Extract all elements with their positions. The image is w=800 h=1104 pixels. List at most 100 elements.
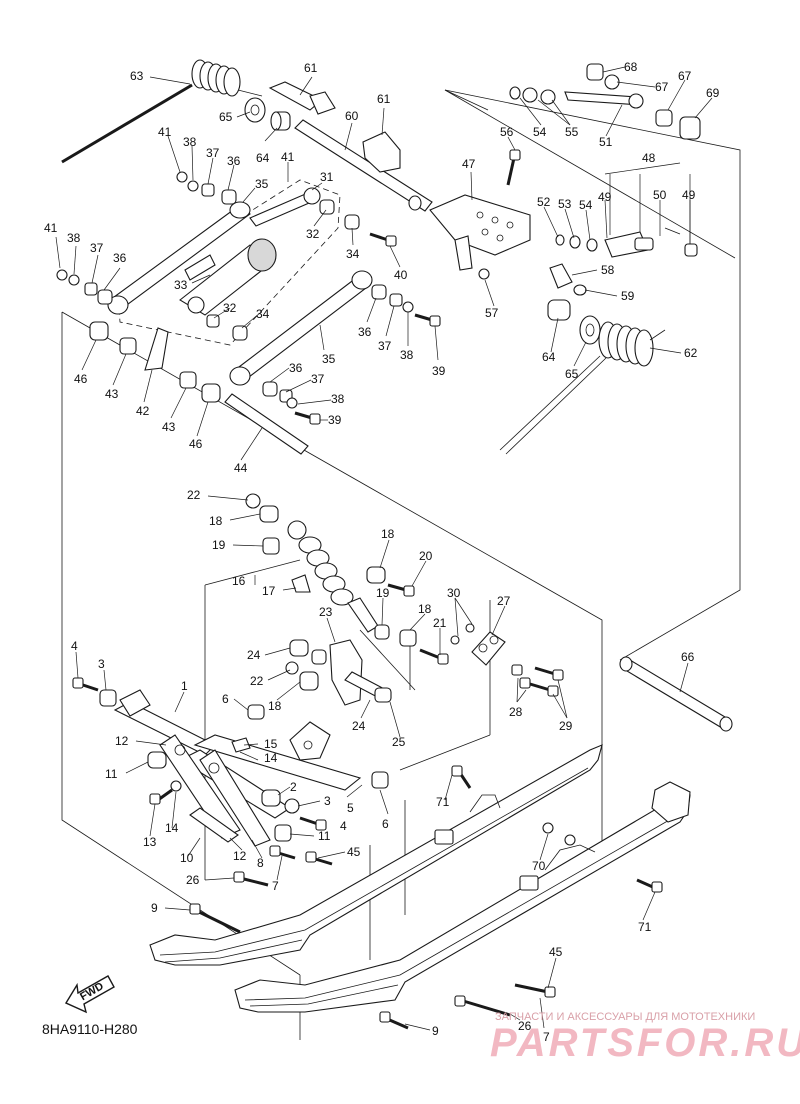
callout: 63: [130, 69, 144, 83]
callout: 26: [186, 873, 200, 887]
callout: 34: [256, 307, 270, 321]
callout: 26: [518, 1019, 532, 1033]
leader-lines: [55, 66, 713, 1031]
callout: 33: [174, 278, 188, 292]
bracket-61: [362, 131, 401, 173]
fwd-arrow-icon: FWD: [64, 975, 115, 1014]
callout: 71: [436, 795, 450, 809]
callout: 58: [601, 263, 615, 277]
torsion-spring-63: [61, 59, 263, 164]
bushing-64-right: [547, 299, 571, 321]
callout: 4: [71, 639, 78, 653]
callout-labels: 63 61 65 64 61 60 41 38 37 36 35 41 31 3…: [44, 60, 720, 1044]
callout: 18: [418, 602, 432, 616]
shaft-60: [294, 119, 433, 212]
callout: 44: [234, 461, 248, 475]
callout: 48: [642, 151, 656, 165]
callout: 53: [558, 197, 572, 211]
collars-38-37-36-left: [56, 171, 237, 305]
callout: 51: [599, 135, 613, 149]
callout: 5: [347, 801, 354, 815]
callout: 42: [136, 404, 150, 418]
callout: 64: [256, 151, 270, 165]
callout: 7: [272, 879, 279, 893]
callout: 60: [345, 109, 359, 123]
callout: 22: [250, 674, 264, 688]
bolts-39: [294, 313, 441, 425]
callout: 15: [264, 737, 278, 751]
callout: 32: [306, 227, 320, 241]
callout: 12: [115, 734, 129, 748]
washers-54-55: [509, 86, 556, 105]
callout: 41: [281, 150, 295, 164]
watermark-logo: PARTSFOR.RU: [490, 1021, 800, 1065]
callout: 49: [682, 188, 696, 202]
shaft-66: [619, 656, 733, 732]
callout: 9: [432, 1024, 439, 1038]
link-31: [249, 187, 321, 227]
bolt-4-collar-3-left: [72, 677, 117, 707]
callout: 70: [532, 859, 546, 873]
collars-32-34: [206, 199, 360, 341]
parts-52-53-54: [555, 234, 598, 252]
callout: 14: [165, 821, 179, 835]
shaft-10: [189, 807, 239, 843]
callout: 18: [268, 699, 282, 713]
slide-rail-right: [234, 781, 691, 1013]
callout: 36: [358, 325, 372, 339]
callout: 41: [158, 125, 172, 139]
callout: 29: [559, 719, 573, 733]
diagram-code: 8HA9110-H280: [42, 1021, 138, 1037]
callout: 41: [44, 221, 58, 235]
callout: 57: [485, 306, 499, 320]
callout: 52: [537, 195, 551, 209]
callout: 35: [255, 177, 269, 191]
callout: 61: [304, 61, 318, 75]
callout: 68: [624, 60, 638, 74]
callout: 47: [462, 157, 476, 171]
callout: 17: [262, 584, 276, 598]
collars-36-37-38-right: [262, 284, 414, 409]
collars-43-46: [89, 321, 221, 403]
callout: 49: [598, 190, 612, 204]
torsion-spring-62: [499, 321, 666, 455]
callout: 69: [706, 86, 720, 100]
callout: 39: [328, 413, 342, 427]
callout: 38: [67, 231, 81, 245]
callout: 34: [346, 247, 360, 261]
callout: 46: [189, 437, 203, 451]
callout: 66: [681, 650, 695, 664]
callout: 23: [319, 605, 333, 619]
link-plates-12: [159, 734, 271, 847]
callout: 67: [678, 69, 692, 83]
callout: 10: [180, 851, 194, 865]
callout: 9: [151, 901, 158, 915]
slide-rail-left: [149, 744, 603, 966]
collar-65: [244, 97, 266, 123]
callout: 11: [318, 829, 331, 843]
callout: 24: [352, 719, 366, 733]
shaft-44: [224, 393, 309, 455]
callout: 7: [543, 1030, 550, 1044]
callout: 65: [219, 110, 233, 124]
bracket-47: [429, 194, 531, 271]
callout: 37: [378, 339, 392, 353]
arm-35-lower: [229, 270, 373, 386]
callout: 3: [324, 794, 331, 808]
callout: 18: [209, 514, 223, 528]
callout: 40: [394, 268, 408, 282]
callout: 21: [433, 616, 447, 630]
shaft-51: [564, 91, 644, 109]
callout: 38: [183, 135, 197, 149]
callout: 13: [143, 835, 157, 849]
callout: 50: [653, 188, 667, 202]
callout: 43: [105, 387, 119, 401]
callout: 39: [432, 364, 446, 378]
callout: 38: [400, 348, 414, 362]
callout: 2: [290, 780, 297, 794]
callout: 45: [549, 945, 563, 959]
bolts-7-26: [233, 845, 333, 887]
callout: 55: [565, 125, 579, 139]
watermark-tagline: ЗАПЧАСТИ И АКСЕССУАРЫ ДЛЯ МОТОТЕХНИКИ: [495, 1011, 755, 1023]
